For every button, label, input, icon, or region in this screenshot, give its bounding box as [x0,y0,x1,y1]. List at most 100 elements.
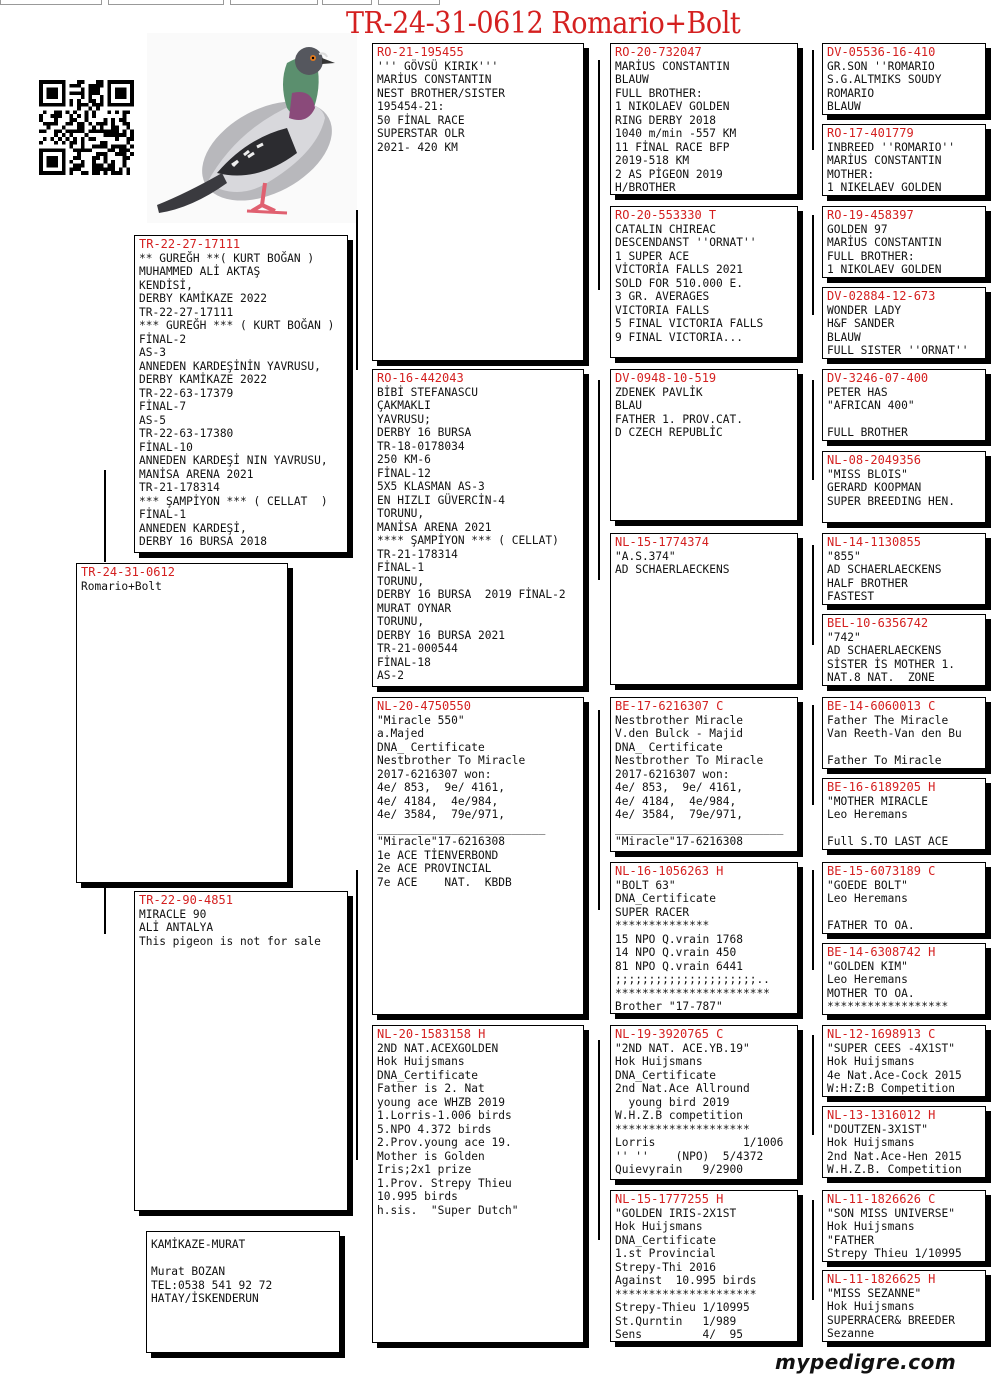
pigeon-photo [147,33,357,223]
ring-number: RO-20-732047 [615,45,702,59]
ring-number: NL-11-1826626 C [827,1192,936,1206]
pigeon-info: "BOLT 63" DNA_Certificate SUPER RACER **… [615,878,770,1014]
pigeon-info: INBREED ''ROMARIO'' MARİUS CONSTANTIN MO… [827,140,955,195]
ring-number: RO-16-442043 [377,371,464,385]
connector [356,870,358,1160]
ring-number: RO-19-458397 [827,208,914,222]
connector [812,50,814,150]
pigeon-info: "MISS BLOIS" GERARD KOOPMAN SUPER BREEDI… [827,467,955,508]
ring-number: DV-02884-12-673 [827,289,936,303]
gen5-box: DV-05536-16-410 GR.SON ''ROMARIO S.G.ALT… [822,43,986,115]
gen5-box: BEL-10-6356742 "742" AD SCHAERLAECKENS S… [822,614,986,686]
pigeon-info: GR.SON ''ROMARIO S.G.ALTMIKS SOUDY ROMAR… [827,59,942,114]
gen4-box: NL-15-1777255 H "GOLDEN IRIS-2X1ST Hok H… [610,1190,798,1342]
subject-box: TR-24-31-0612 Romario+Bolt [76,563,288,883]
ring-number: BE-14-6060013 C [827,699,936,713]
gen5-box: BE-14-6308742 H "GOLDEN KIM" Leo Hereman… [822,943,986,1015]
pigeon-info: Father The Miracle Van Reeth-Van den Bu … [827,713,962,768]
footer-brand: mypedigre.com [775,1350,957,1374]
gen3-box: NL-20-1583158 H 2ND NAT.ACEXGOLDEN Hok H… [372,1025,584,1343]
ring-number: BE-17-6216307 C [615,699,724,713]
ring-number: RO-21-195455 [377,45,464,59]
gen5-box: DV-3246-07-400 PETER HAS "AFRICAN 400" F… [822,369,986,441]
gen4-box: DV-0948-10-519 ZDENEK PAVLİK BLAU FATHER… [610,369,798,521]
pigeon-info: "855" AD SCHAERLAECKENS HALF BROTHER FAS… [827,549,942,604]
gen4-box: NL-16-1056263 H "BOLT 63" DNA_Certificat… [610,862,798,1014]
top-tab-strip [0,0,993,6]
pigeon-info: "MISS SEZANNE" Hok Huijsmans SUPERRACER&… [827,1286,955,1341]
gen3-box: RO-21-195455 ''' GÖVSÜ KIRIK''' MARİUS C… [372,43,584,361]
ring-number: NL-12-1698913 C [827,1027,936,1041]
ring-number: DV-3246-07-400 [827,371,929,385]
pigeon-info: "GOLDEN KIM" Leo Heremans MOTHER TO OA. … [827,959,949,1014]
pigeon-info: "GOEDE BOLT" Leo Heremans FATHER TO OA. [827,878,915,933]
pigeon-info: "Miracle 550" a.Majed DNA_ Certificate N… [377,713,546,889]
gen5-box: RO-19-458397 GOLDEN 97 MARİUS CONSTANTIN… [822,206,986,278]
gen5-box: NL-08-2049356 "MISS BLOIS" GERARD KOOPMA… [822,451,986,523]
ring-number: NL-11-1826625 H [827,1272,936,1286]
gen4-box: RO-20-732047 MARİUS CONSTANTIN BLAUW FUL… [610,43,798,195]
gen5-box: BE-14-6060013 C Father The Miracle Van R… [822,697,986,769]
gen4-box: BE-17-6216307 C Nestbrother Miracle V.de… [610,697,798,852]
pigeon-info: "A.S.374" AD SCHAERLAECKENS [615,549,730,577]
ring-number: TR-22-27-17111 [139,237,241,251]
pigeon-info: "SON MISS UNIVERSE" Hok Huijsmans "FATHE… [827,1206,962,1261]
ring-number: NL-13-1316012 H [827,1108,936,1122]
gen3-box: NL-20-4750550 "Miracle 550" a.Majed DNA_… [372,697,584,1015]
ring-number: BE-15-6073189 C [827,864,936,878]
pigeon-info: ''' GÖVSÜ KIRIK''' MARİUS CONSTANTIN NES… [377,59,505,154]
ring-number: BE-14-6308742 H [827,945,936,959]
gen5-box: NL-13-1316012 H "DOUTZEN-3X1ST" Hok Huij… [822,1106,986,1178]
dam-box: TR-22-90-4851 MIRACLE 90 ALİ ANTALYA Thi… [134,891,348,1211]
pigeon-info: ZDENEK PAVLİK BLAU FATHER 1. PROV.CAT. D… [615,385,743,440]
pigeon-info: "742" AD SCHAERLAECKENS SİSTER İS MOTHER… [827,630,955,685]
gen5-box: BE-16-6189205 H "MOTHER MIRACLE Leo Here… [822,778,986,850]
pigeon-info: "MOTHER MIRACLE Leo Heremans Full S.TO L… [827,794,949,849]
ring-number: RO-20-553330 T [615,208,717,222]
gen5-box: NL-11-1826626 C "SON MISS UNIVERSE" Hok … [822,1190,986,1262]
ring-number: NL-19-3920765 C [615,1027,724,1041]
connector [104,884,106,934]
ring-number: NL-14-1130855 [827,535,921,549]
ring-number: TR-24-31-0612 [81,565,175,579]
ring-number: NL-16-1056263 H [615,864,724,878]
connector [598,380,600,580]
gen3-box: RO-16-442043 BİBİ STEFANASCU ÇAKMAKLI YA… [372,369,584,687]
pigeon-info: "GOLDEN IRIS-2X1ST Hok Huijsmans DNA_Cer… [615,1206,757,1342]
connector [812,1200,814,1300]
pigeon-info: BİBİ STEFANASCU ÇAKMAKLI YAVRUSU; DERBY … [377,385,566,683]
ring-number: NL-20-1583158 H [377,1027,486,1041]
pigeon-info: PETER HAS "AFRICAN 400" FULL BROTHER [827,385,915,440]
ring-number: TR-22-90-4851 [139,893,233,907]
connector [812,215,814,315]
pigeon-info: GOLDEN 97 MARİUS CONSTANTIN FULL BROTHER… [827,222,942,277]
pigeon-info: Romario+Bolt [81,579,162,593]
gen4-box: RO-20-553330 T CATALIN CHIREAC DESCENDAN… [610,206,798,358]
ring-number: RO-17-401779 [827,126,914,140]
gen5-box: RO-17-401779 INBREED ''ROMARIO'' MARİUS … [822,124,986,196]
connector [356,210,358,370]
pigeon-info: Nestbrother Miracle V.den Bulck - Majid … [615,713,784,849]
connector [598,60,600,290]
gen5-box: NL-11-1826625 H "MISS SEZANNE" Hok Huijs… [822,1270,986,1342]
gen5-box: NL-14-1130855 "855" AD SCHAERLAECKENS HA… [822,533,986,605]
pigeon-info: "2ND NAT. ACE.YB.19" Hok Huijsmans DNA_C… [615,1041,784,1177]
owner-box: KAMİKAZE-MURAT Murat BOZAN TEL:0538 541 … [146,1231,340,1353]
gen5-box: DV-02884-12-673 WONDER LADY H&F SANDER B… [822,287,986,359]
gen4-box: NL-19-3920765 C "2ND NAT. ACE.YB.19" Hok… [610,1025,798,1180]
pigeon-info: CATALIN CHIREAC DESCENDANST ''ORNAT'' 1 … [615,222,764,344]
gen5-box: BE-15-6073189 C "GOEDE BOLT" Leo Hereman… [822,862,986,934]
pigeon-info: WONDER LADY H&F SANDER BLAUW FULL SISTER… [827,303,969,358]
gen5-box: NL-12-1698913 C "SUPER CEES -4X1ST" Hok … [822,1025,986,1097]
ring-number: DV-0948-10-519 [615,371,717,385]
gen4-box: NL-15-1774374 "A.S.374" AD SCHAERLAECKEN… [610,533,798,685]
pigeon-info: "DOUTZEN-3X1ST" Hok Huijsmans 2nd Nat.Ac… [827,1122,962,1177]
ring-number: DV-05536-16-410 [827,45,936,59]
connector [812,870,814,970]
connector [812,380,814,480]
connector [598,1040,600,1240]
ring-number: NL-20-4750550 [377,699,471,713]
connector [812,1035,814,1135]
connector [598,710,600,910]
pigeon-info: ** GUREĞH **( KURT BOĞAN ) MUHAMMED ALİ … [139,251,335,549]
